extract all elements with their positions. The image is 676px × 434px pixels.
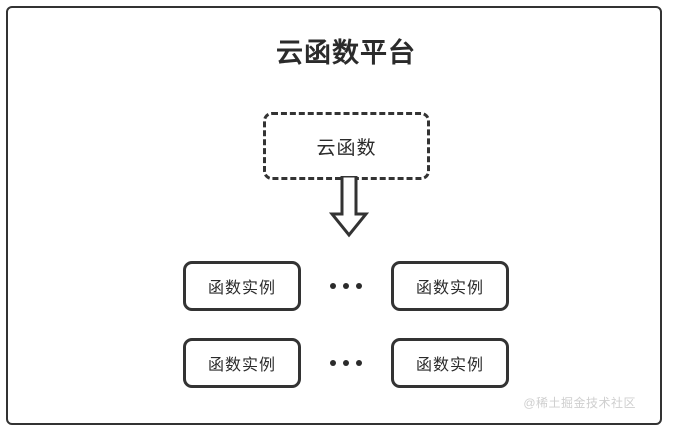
ellipsis-dot: [356, 360, 362, 366]
watermark: @稀土掘金技术社区: [523, 396, 636, 410]
down-arrow-icon: [329, 176, 369, 238]
function-instance-label: 函数实例: [207, 280, 276, 297]
ellipsis-dot: [356, 283, 362, 289]
function-instance-box[interactable]: 函数实例: [391, 338, 509, 388]
function-instance-label: 函数实例: [207, 357, 276, 374]
instance-row-2: 函数实例 函数实例: [8, 337, 676, 389]
function-instance-label: 函数实例: [415, 357, 484, 374]
ellipsis-icon: [301, 283, 391, 289]
instance-row-1: 函数实例 函数实例: [8, 260, 676, 312]
ellipsis-dot: [330, 360, 336, 366]
page-title: 云函数平台: [276, 38, 416, 68]
cloud-function-node[interactable]: 云函数: [263, 112, 430, 180]
cloud-function-label: 云函数: [316, 137, 377, 159]
cloud-function-platform-frame: 云函数平台 云函数 函数实例 函数实例 函数实例: [6, 6, 662, 425]
ellipsis-dot: [330, 283, 336, 289]
function-instance-box[interactable]: 函数实例: [391, 261, 509, 311]
function-instance-box[interactable]: 函数实例: [183, 261, 301, 311]
ellipsis-dot: [343, 360, 349, 366]
function-instance-label: 函数实例: [415, 280, 484, 297]
ellipsis-dot: [343, 283, 349, 289]
ellipsis-icon: [301, 360, 391, 366]
function-instance-box[interactable]: 函数实例: [183, 338, 301, 388]
